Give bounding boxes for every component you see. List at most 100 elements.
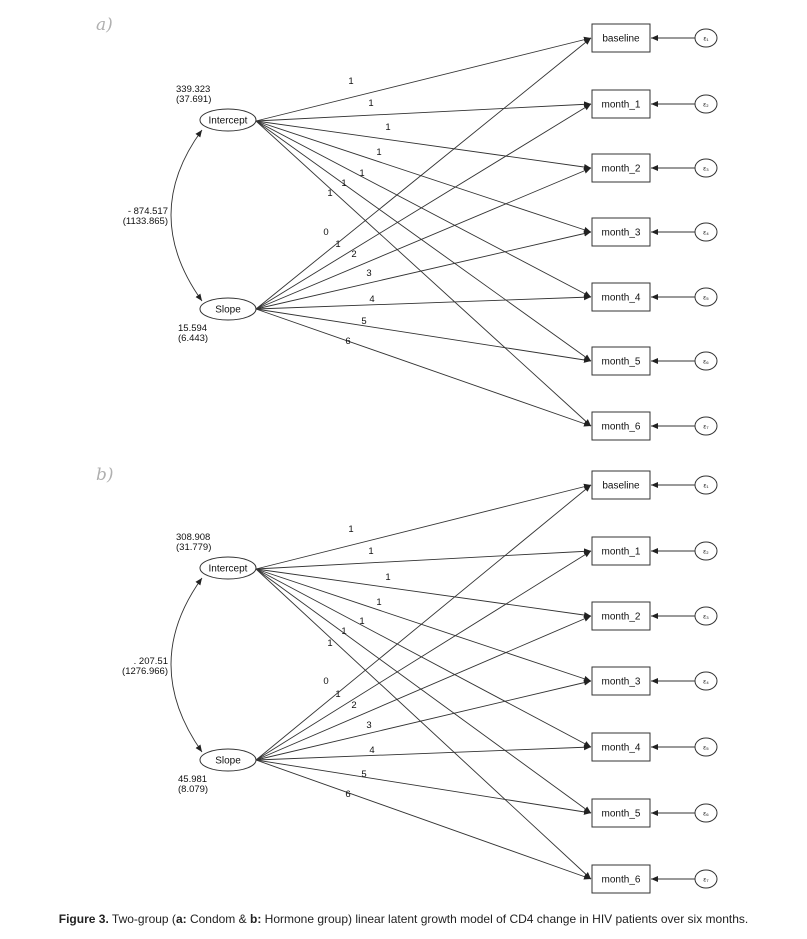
observed-label: month_3 xyxy=(602,228,641,239)
observed-label: month_1 xyxy=(602,547,641,558)
slope-path xyxy=(255,759,592,880)
caption-prefix: Figure 3. xyxy=(58,912,109,926)
error-node xyxy=(694,416,718,436)
intercept-loading-label: 1 xyxy=(359,168,364,179)
slope-loading-label: 1 xyxy=(335,239,340,250)
slope-path xyxy=(255,294,592,310)
error-node xyxy=(694,94,718,114)
slope-path xyxy=(255,230,592,310)
slope-path xyxy=(255,759,592,815)
slope-loading-label: 5 xyxy=(361,316,366,327)
slope-variance: 45.981 xyxy=(178,774,207,785)
intercept-se: (31.779) xyxy=(176,542,211,553)
covariance-se: (1276.966) xyxy=(122,666,168,677)
slope-loading-label: 3 xyxy=(366,268,371,279)
intercept-path xyxy=(255,120,592,298)
panel-label: b) xyxy=(96,465,114,485)
error-node xyxy=(694,28,718,48)
slope-loading-label: 1 xyxy=(335,689,340,700)
slope-path xyxy=(255,308,592,363)
error-label: ε₃ xyxy=(703,614,709,621)
error-label: ε₅ xyxy=(703,295,709,302)
observed-box xyxy=(591,89,651,119)
observed-box xyxy=(591,864,651,894)
observed-label: month_2 xyxy=(602,164,641,175)
error-label: ε₄ xyxy=(703,679,709,686)
panel-label: a) xyxy=(96,15,113,35)
error-label: ε₇ xyxy=(703,424,708,431)
error-node xyxy=(694,803,718,823)
observed-box xyxy=(591,153,651,183)
error-label: ε₂ xyxy=(703,549,709,556)
error-label: ε₃ xyxy=(703,166,709,173)
error-label: ε₆ xyxy=(703,359,709,366)
error-node xyxy=(694,671,718,691)
intercept-path xyxy=(255,120,592,170)
slope-loading-label: 5 xyxy=(361,769,366,780)
observed-label: month_5 xyxy=(602,357,641,368)
observed-label: baseline xyxy=(602,481,640,492)
error-node xyxy=(694,475,718,495)
error-label: ε₂ xyxy=(703,102,709,109)
observed-box xyxy=(591,536,651,566)
error-node xyxy=(694,287,718,307)
covariance-value: . 207.51 xyxy=(134,656,168,667)
observed-box xyxy=(591,282,651,312)
observed-box xyxy=(591,732,651,762)
slope-path xyxy=(255,167,592,310)
slope-node-label: Slope xyxy=(215,756,241,767)
slope-variance: 15.594 xyxy=(178,323,207,334)
observed-label: month_6 xyxy=(602,875,641,886)
error-label: ε₆ xyxy=(703,811,709,818)
intercept-loading-label: 1 xyxy=(359,616,364,627)
intercept-path xyxy=(255,36,592,122)
slope-loading-label: 2 xyxy=(351,700,356,711)
observed-label: baseline xyxy=(602,34,640,45)
observed-label: month_3 xyxy=(602,677,641,688)
observed-box xyxy=(591,217,651,247)
slope-node xyxy=(199,297,257,321)
intercept-path xyxy=(255,483,592,570)
observed-box xyxy=(591,798,651,828)
slope-path xyxy=(255,615,592,761)
intercept-loading-label: 1 xyxy=(385,572,390,583)
slope-node xyxy=(199,748,257,772)
observed-box xyxy=(591,23,651,53)
slope-loading-label: 3 xyxy=(366,720,371,731)
error-node xyxy=(694,606,718,626)
intercept-loading-label: 1 xyxy=(348,76,353,87)
slope-loading-label: 6 xyxy=(345,336,350,347)
caption-part2: Condom & xyxy=(186,912,250,926)
slope-node-label: Slope xyxy=(215,305,241,316)
observed-label: month_1 xyxy=(602,100,641,111)
intercept-loading-label: 1 xyxy=(376,597,381,608)
intercept-path xyxy=(255,101,592,122)
slope-path xyxy=(255,679,592,761)
covariance-arrow xyxy=(170,129,203,302)
covariance-se: (1133.865) xyxy=(123,216,168,227)
intercept-path xyxy=(255,568,592,880)
slope-path xyxy=(255,308,592,427)
slope-loading-label: 0 xyxy=(323,227,328,238)
intercept-path xyxy=(255,568,592,618)
intercept-node xyxy=(199,108,257,132)
slope-path xyxy=(255,37,592,310)
covariance-value: - 874.517 xyxy=(128,206,168,217)
intercept-loading-label: 1 xyxy=(368,546,373,557)
observed-box xyxy=(591,346,651,376)
observed-box xyxy=(591,470,651,500)
error-node xyxy=(694,541,718,561)
intercept-path xyxy=(255,548,592,570)
figure-caption: Figure 3. Two-group (a: Condom & b: Horm… xyxy=(0,912,807,926)
intercept-loading-label: 1 xyxy=(348,524,353,535)
caption-a: a: xyxy=(175,912,187,926)
observed-box xyxy=(591,666,651,696)
intercept-loading-label: 1 xyxy=(385,122,390,133)
intercept-path xyxy=(255,568,592,748)
intercept-variance: 308.908 xyxy=(176,532,210,543)
intercept-path xyxy=(255,568,592,814)
covariance-arrow xyxy=(170,577,203,753)
error-node xyxy=(694,737,718,757)
slope-loading-label: 2 xyxy=(351,249,356,260)
caption-part3: Hormone group) linear latent growth mode… xyxy=(261,912,749,926)
